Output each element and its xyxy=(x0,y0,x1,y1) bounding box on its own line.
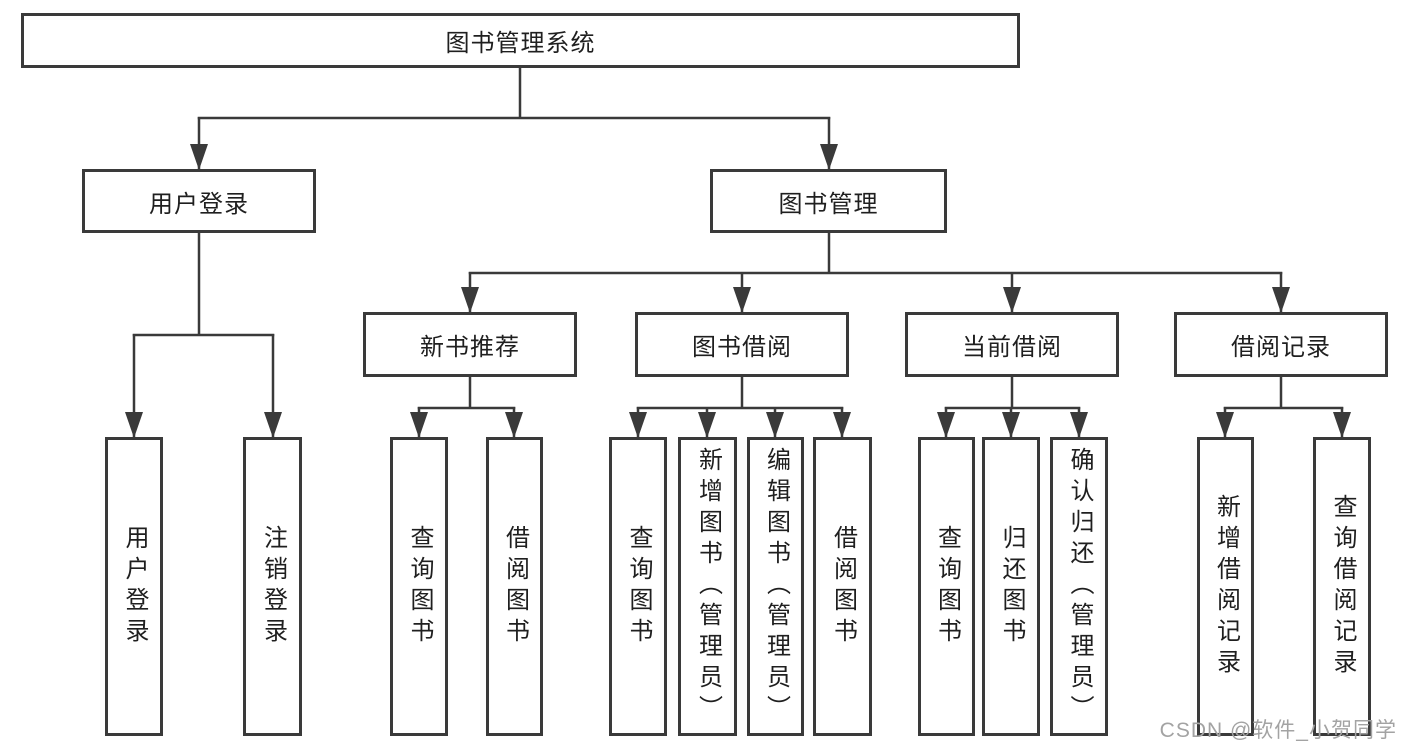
node-book-management: 图书管理 xyxy=(710,169,947,233)
node-leaf-add-book-admin: 新增图书（管理员） xyxy=(678,437,737,736)
node-current-borrow: 当前借阅 xyxy=(905,312,1119,377)
node-leaf-current-query-book: 查询图书 xyxy=(918,437,975,736)
node-root: 图书管理系统 xyxy=(21,13,1020,68)
node-leaf-borrow-book: 借阅图书 xyxy=(813,437,872,736)
node-leaf-query-borrow-record: 查询借阅记录 xyxy=(1313,437,1371,736)
node-leaf-confirm-return-admin: 确认归还（管理员） xyxy=(1050,437,1108,736)
node-new-book-recommend: 新书推荐 xyxy=(363,312,577,377)
node-leaf-borrow-query-book: 查询图书 xyxy=(609,437,667,736)
node-leaf-return-book: 归还图书 xyxy=(982,437,1040,736)
csdn-watermark: CSDN @软件_小贺同学 xyxy=(1159,719,1397,742)
node-leaf-add-borrow-record: 新增借阅记录 xyxy=(1197,437,1254,736)
node-book-borrow: 图书借阅 xyxy=(635,312,849,377)
node-leaf-user-login: 用户登录 xyxy=(105,437,163,736)
node-leaf-recommend-query-book: 查询图书 xyxy=(390,437,448,736)
node-leaf-recommend-borrow-book: 借阅图书 xyxy=(486,437,543,736)
node-leaf-logout: 注销登录 xyxy=(243,437,302,736)
node-borrow-records: 借阅记录 xyxy=(1174,312,1388,377)
node-user-login: 用户登录 xyxy=(82,169,316,233)
node-leaf-edit-book-admin: 编辑图书（管理员） xyxy=(747,437,804,736)
